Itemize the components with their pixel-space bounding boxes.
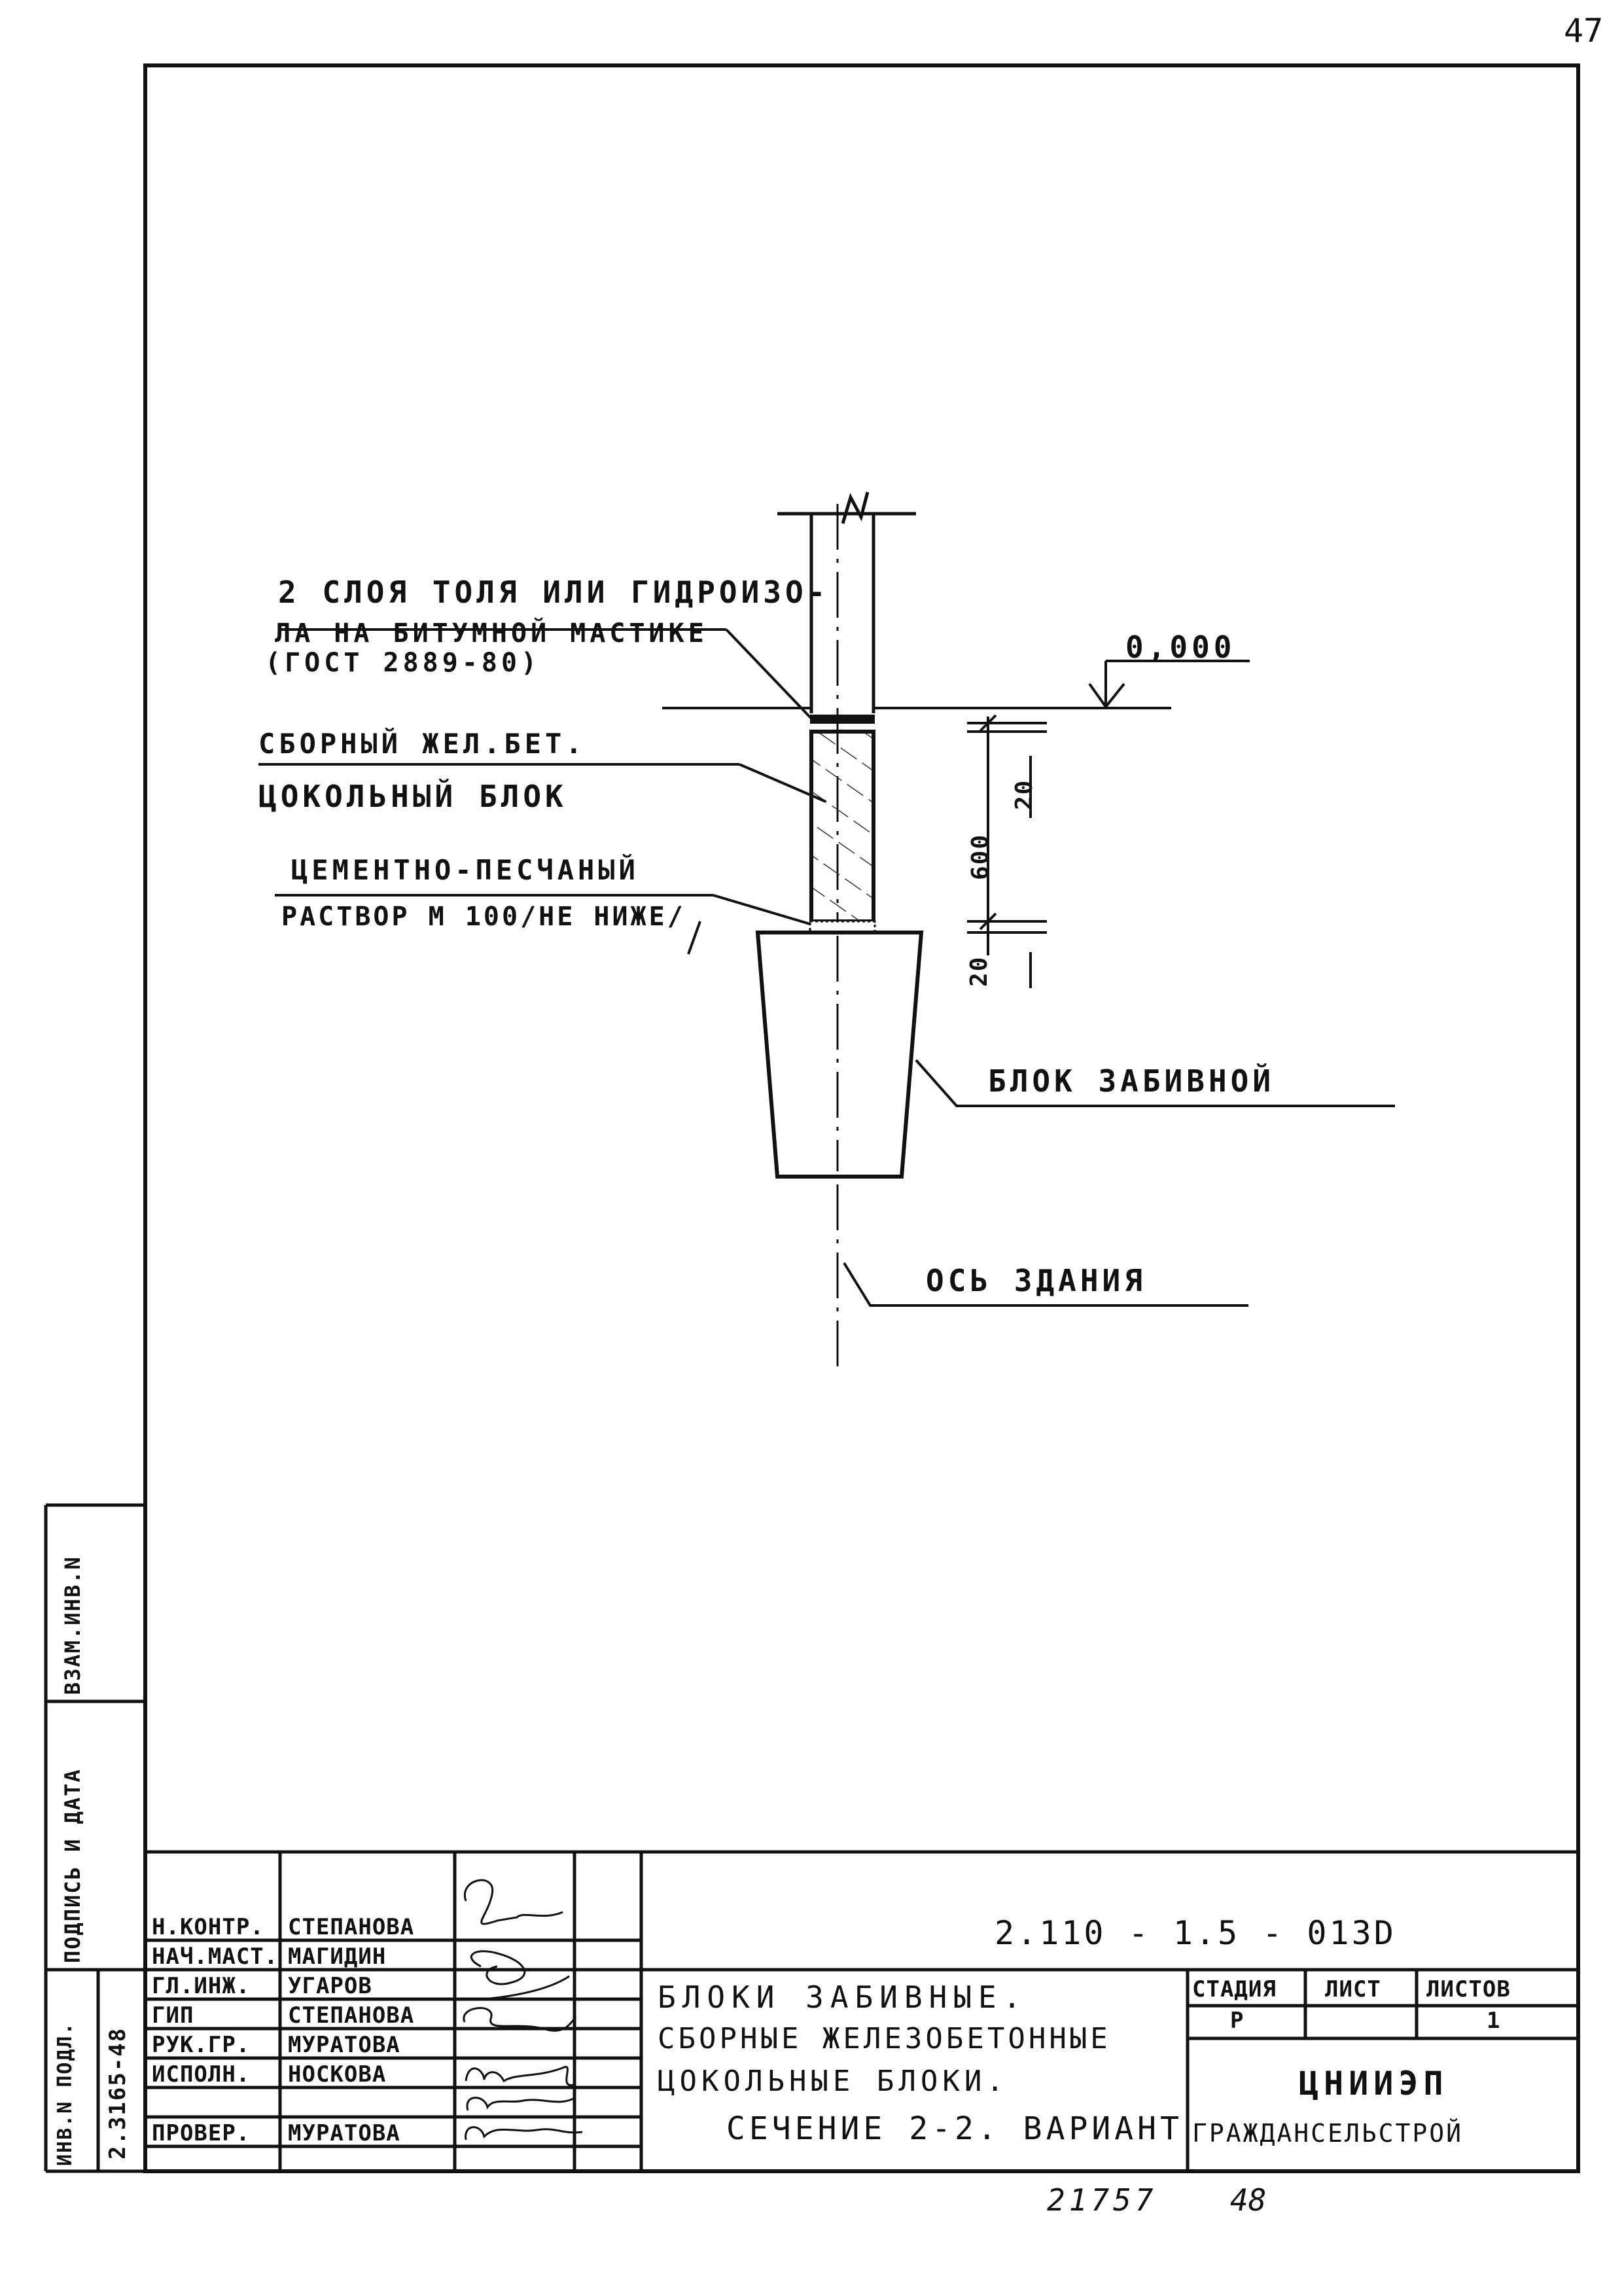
driven-block — [755, 931, 924, 1179]
label-level: 0,000 — [1125, 630, 1236, 665]
label-building-axis: ОСЬ ЗДАНИЯ — [926, 1263, 1146, 1298]
tb-role-6: ПРОВЕР. — [152, 2120, 251, 2146]
side-stamp-strip — [44, 1503, 145, 2173]
tb-name-5: НОСКОВА — [288, 2061, 387, 2087]
mortar-layer — [809, 920, 876, 933]
tb-role-5: ИСПОЛН. — [152, 2061, 251, 2087]
level-mark — [662, 660, 1250, 709]
waterproof-layer — [810, 715, 875, 724]
label-mortar-line1: ЦЕМЕНТНО-ПЕСЧАНЫЙ — [291, 854, 639, 886]
side-stamp-signature-label: ПОДПИСЬ И ДАТА — [60, 1768, 85, 1963]
tb-role-3: ГИП — [152, 2002, 194, 2029]
dim-bottom: 20 — [966, 955, 993, 987]
label-driven-block: БЛОК ЗАБИВНОЙ — [988, 1063, 1275, 1099]
tb-name-6: МУРАТОВА — [288, 2120, 400, 2146]
tb-title-line4: СЕЧЕНИЕ 2-2. ВАРИАНТ — [726, 2110, 1183, 2147]
label-mortar-line2: РАСТВОР М 100/НЕ НИЖЕ/ — [281, 902, 686, 932]
tb-title-line3: ЦОКОЛЬНЫЕ БЛОКИ. — [658, 2065, 1008, 2098]
side-stamp-inv-value: 2.3165-48 — [105, 2027, 131, 2159]
tb-sheet-label: ЛИСТ — [1325, 1976, 1381, 2002]
label-waterproof-line2: ЛА НА БИТУМНОЙ МАСТИКЕ — [275, 618, 708, 648]
dimension-chain — [967, 714, 1047, 988]
tb-stage-value: Р — [1230, 2008, 1244, 2034]
label-plinth-line2: ЦОКОЛЬНЫЙ БЛОК — [258, 779, 567, 814]
footer-right: 48 — [1230, 2182, 1267, 2218]
footer-left: 21757 — [1047, 2182, 1157, 2218]
tb-sheets-value: 1 — [1487, 2008, 1501, 2034]
dim-middle: 600 — [967, 833, 994, 880]
label-waterproof-line3: (ГОСТ 2889-80) — [265, 648, 541, 678]
signatures — [463, 1879, 583, 2140]
tb-role-4: РУК.ГР. — [152, 2032, 251, 2058]
tb-role-0: Н.КОНТР. — [152, 1914, 264, 1940]
plinth-block — [809, 730, 875, 923]
tb-stage-label: СТАДИЯ — [1192, 1976, 1277, 2002]
tb-doc-code: 2.110 - 1.5 - 013D — [995, 1914, 1396, 1952]
page-number: 47 — [1564, 12, 1604, 50]
tb-name-4: МУРАТОВА — [288, 2032, 400, 2058]
tb-name-0: СТЕПАНОВА — [288, 1914, 415, 1940]
label-waterproof-line1: 2 СЛОЯ ТОЛЯ ИЛИ ГИДРОИЗО- — [278, 575, 830, 610]
tb-org-sub: ГРАЖДАНСЕЛЬСТРОЙ — [1192, 2119, 1464, 2148]
side-stamp-inv-label: ИНВ.N ПОДЛ. — [54, 2021, 77, 2166]
tb-name-1: МАГИДИН — [288, 1944, 387, 1970]
wall-above — [777, 491, 916, 713]
tb-title-line2: СБОРНЫЕ ЖЕЛЕЗОБЕТОННЫЕ — [658, 2022, 1111, 2055]
title-block-grid — [145, 1850, 1578, 2171]
tb-name-3: СТЕПАНОВА — [288, 2002, 415, 2029]
tb-title-line1: БЛОКИ ЗАБИВНЫЕ. — [658, 1980, 1028, 2015]
tb-sheets-label: ЛИСТОВ — [1426, 1976, 1511, 2002]
tb-name-2: УГАРОВ — [288, 1973, 372, 1999]
tb-role-1: НАЧ.МАСТ. — [152, 1944, 279, 1970]
side-stamp-replace-label: ВЗАМ.ИНВ.N — [60, 1555, 85, 1695]
sheet-frame — [143, 63, 1580, 2173]
leader-lines — [258, 628, 1395, 1307]
tb-org-name: ЦНИИЭП — [1299, 2065, 1449, 2103]
tb-role-2: ГЛ.ИНЖ. — [152, 1973, 251, 1999]
label-plinth-line1: СБОРНЫЙ ЖЕЛ.БЕТ. — [258, 728, 586, 760]
dim-top: 20 — [1011, 779, 1038, 810]
